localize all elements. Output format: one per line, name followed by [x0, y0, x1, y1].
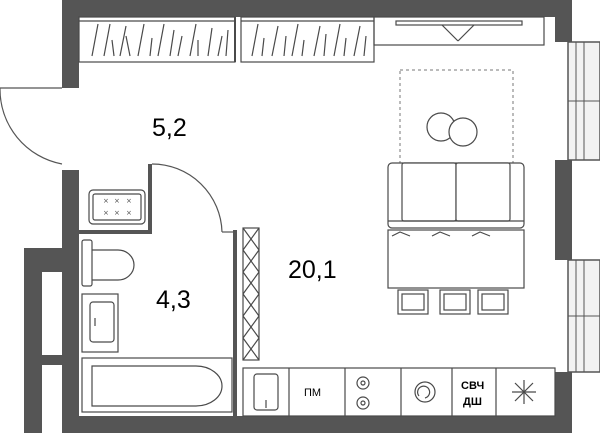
dishwasher-label: ПМ — [304, 387, 321, 399]
sink — [81, 293, 119, 353]
living-area-label: 20,1 — [288, 256, 337, 284]
window-upper — [567, 41, 600, 161]
svg-text:×: × — [103, 197, 109, 205]
tv-console — [373, 16, 545, 46]
toilet — [81, 239, 135, 287]
window-lower — [567, 259, 600, 373]
fridge-icon — [512, 380, 536, 404]
wardrobe-middle — [240, 16, 375, 63]
washing-machine — [414, 381, 436, 403]
microwave-label: СВЧ — [461, 380, 484, 392]
svg-text:×: × — [126, 209, 132, 217]
svg-text:×: × — [114, 209, 120, 217]
kitchen-counter — [242, 367, 556, 417]
wall-panel — [242, 227, 260, 361]
rug — [399, 69, 514, 164]
sofa — [387, 162, 525, 289]
svg-text:×: × — [114, 197, 120, 205]
bathroom-area-label: 4,3 — [156, 286, 191, 314]
bathtub — [81, 357, 233, 413]
stove — [356, 376, 370, 410]
bathroom-door — [151, 163, 233, 233]
svg-text:×: × — [126, 197, 132, 205]
kitchen-sink — [253, 373, 279, 411]
entrance-door — [0, 87, 63, 165]
hall-cabinet: × × × × × × — [88, 189, 146, 225]
side-table — [426, 112, 478, 147]
svg-text:×: × — [103, 209, 109, 217]
wardrobe-left — [78, 16, 236, 63]
walls — [24, 0, 572, 433]
hall-area-label: 5,2 — [152, 114, 187, 142]
chairs — [397, 289, 509, 315]
oven-label: ДШ — [463, 396, 482, 408]
